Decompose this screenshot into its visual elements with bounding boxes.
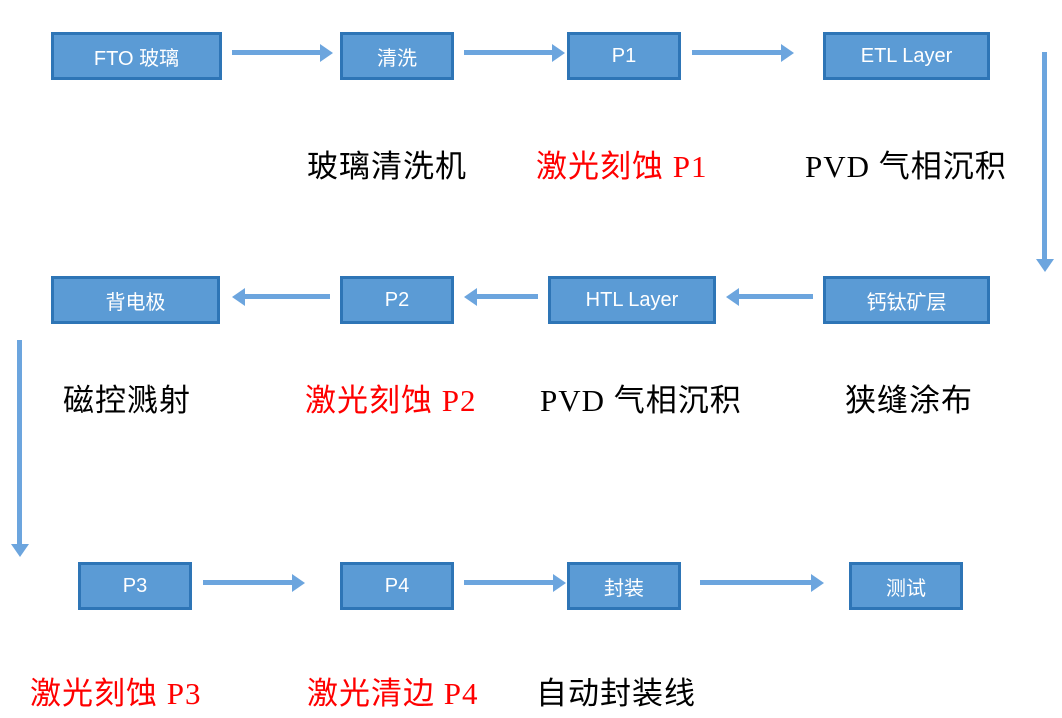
annotation-laser-edge-clean-p4: 激光清边 P4 [307,676,479,711]
node-fto-glass: FTO 玻璃 [51,32,222,80]
annotation-laser-etch-p1: 激光刻蚀 P1 [536,149,708,184]
arrow-perovskite-to-htl [726,287,813,306]
annotation-laser-etch-p2: 激光刻蚀 P2 [305,383,477,418]
annotation-auto-encapsulation-line: 自动封装线 [536,676,696,711]
arrow-cleaning-to-p1 [464,43,565,62]
annotation-magnetron-sputtering: 磁控溅射 [63,383,191,418]
node-back-electrode: 背电极 [51,276,220,324]
node-perovskite-layer: 钙钛矿层 [823,276,990,324]
node-etl-layer: ETL Layer [823,32,990,80]
arrow-p3-to-p4 [203,573,305,592]
arrow-htl-to-p2 [464,287,538,306]
arrow-etl-to-perovskite-down [1035,52,1054,272]
annotation-laser-etch-p3: 激光刻蚀 P3 [30,676,202,711]
arrow-p4-to-encapsulation [464,573,566,592]
node-p2: P2 [340,276,454,324]
node-testing: 测试 [849,562,963,610]
annotation-slot-die-coating: 狭缝涂布 [845,383,973,418]
node-encapsulation: 封装 [567,562,681,610]
arrow-encapsulation-to-testing [700,573,824,592]
node-p1: P1 [567,32,681,80]
annotation-glass-washer: 玻璃清洗机 [307,149,467,184]
annotation-pvd-deposition-2: PVD 气相沉积 [540,383,742,418]
arrow-fto-to-cleaning [232,43,333,62]
arrow-back-electrode-to-p3-down [10,340,29,557]
arrow-p1-to-etl [692,43,794,62]
node-p3: P3 [78,562,192,610]
arrow-p2-to-back-electrode [232,287,330,306]
annotation-pvd-deposition-1: PVD 气相沉积 [805,149,1007,184]
node-htl-layer: HTL Layer [548,276,716,324]
node-p4: P4 [340,562,454,610]
node-cleaning: 清洗 [340,32,454,80]
